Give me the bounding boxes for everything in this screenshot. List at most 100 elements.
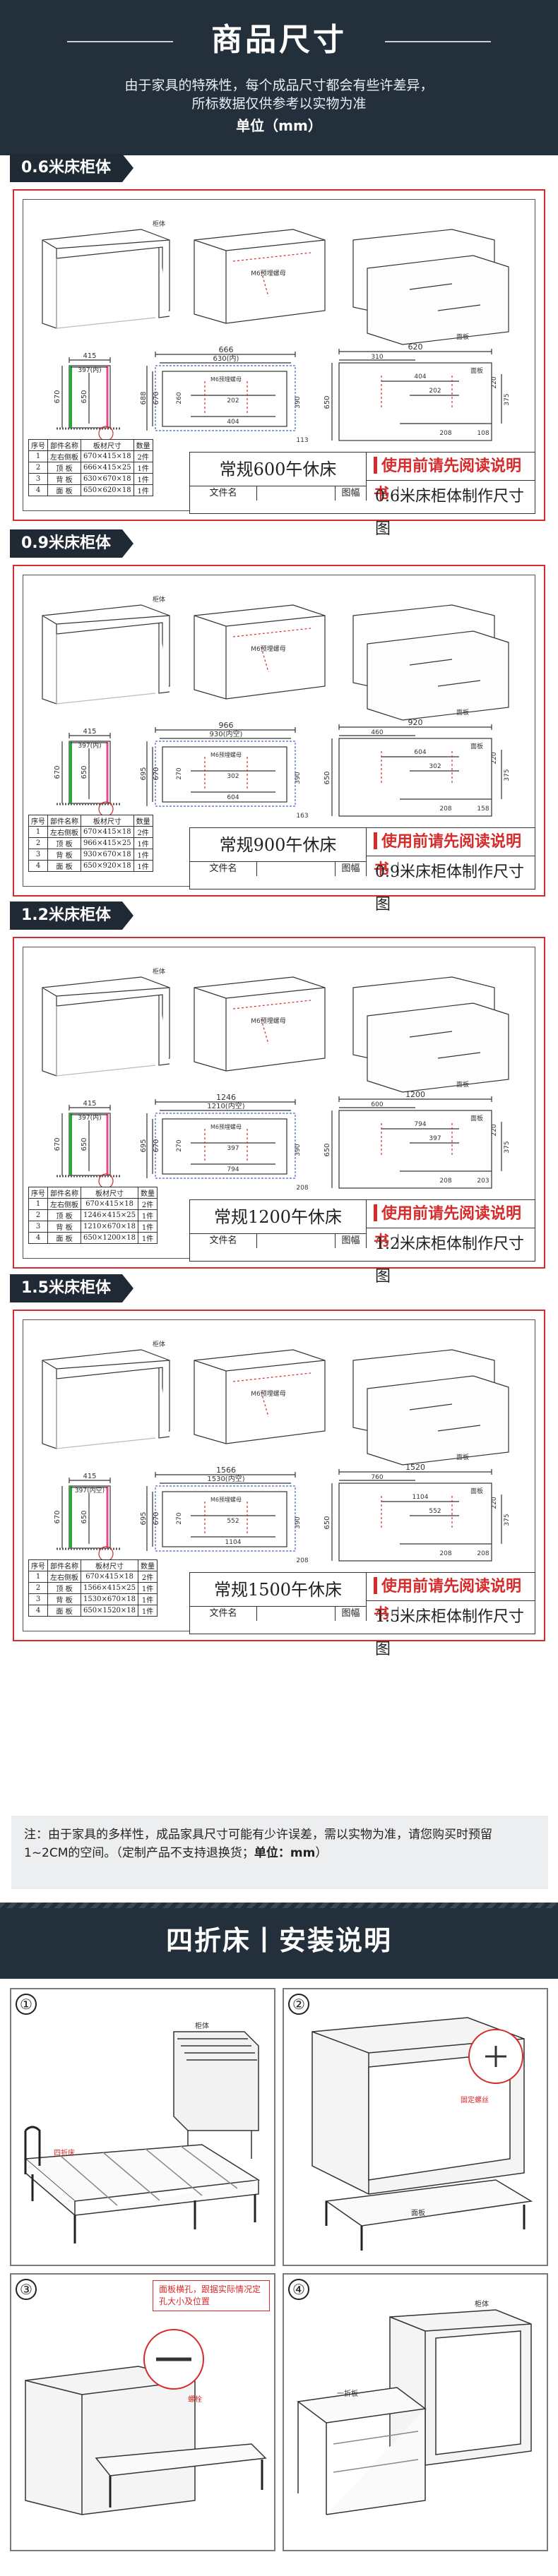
label-guiban: 柜体 [153,967,165,976]
table-cell: 2 [28,1209,48,1221]
label-mianban: 面板 [470,366,483,375]
dim-face-hole-half: 202 [429,388,441,395]
table-cell: 650×1520×18 [80,1605,139,1617]
table-cell: 2 [28,462,48,474]
dim-face-hole-span: 604 [414,749,426,756]
dim-top-width: 1566 [216,1466,236,1475]
dim-side-width: 415 [83,1473,96,1480]
header-subtitle: 由于家具的特殊性，每个成品尺寸都会有些许差异， 所标数据仅供参考以实物为准 [0,76,558,113]
table-cell: 背 板 [47,849,81,861]
cabinet-iso-back [194,1349,326,1444]
dim-v3: 1104 [225,1539,242,1546]
header-rule-left [67,41,173,42]
step-2-illustration: 固定螺丝 面板 [311,2017,533,2251]
table-cell: 670×415×18 [81,826,134,838]
note-text: 注：由于家具的多样性，成品家具尺寸可能有少许误差，需以实物为准，请您购买时预留1… [24,1828,492,1860]
step-number: ④ [288,2279,309,2300]
product-name: 常规1500午休床 [190,1573,367,1607]
step-1-label-a: 四折床 [54,2148,75,2157]
table-cell: 2 [28,1582,48,1594]
table-cell: 1530×670×18 [80,1593,139,1605]
table-cell: 2件 [138,1198,158,1210]
dim-face-220: 220 [491,376,498,388]
table-header-row: 序号部件名称板材尺寸数量 [28,439,153,451]
table-header-cell: 板材尺寸 [80,1559,139,1571]
dim-face-208: 208 [439,430,451,437]
subtitle-line-1: 由于家具的特殊性，每个成品尺寸都会有些许差异， [124,78,434,93]
dim-top-inner: 630(内) [213,354,239,363]
table-header-cell: 数量 [138,1187,158,1199]
subtitle-line-2: 所标数据仅供参考以实物为准 [191,96,367,112]
label-mianban: 面板 [456,1453,469,1461]
table-header-cell: 序号 [28,439,48,451]
read-manual-warning: 使用前请先阅读说明书 [367,1573,535,1624]
table-header-cell: 数量 [133,815,153,827]
warning-text: 使用前请先阅读说明书 [374,833,522,879]
table-cell: 1件 [138,1605,158,1617]
product-name: 常规1200午休床 [190,1200,367,1234]
label-mianban: 面板 [470,1487,483,1495]
table-cell: 面 板 [47,860,81,872]
section-tag: 1.2米床柜体 [10,901,133,930]
table-header-cell: 板材尺寸 [81,439,134,451]
note-unit: 单位：mm [254,1846,316,1860]
note-suffix: ） [315,1846,328,1860]
dim-face-half: 600 [371,1101,383,1108]
dim-face-half: 760 [371,1474,383,1481]
dim-height-a: 670 [54,1137,61,1151]
table-cell: 4 [28,1605,48,1617]
panel-elevation [331,724,502,817]
step-2-label-b: 面板 [411,2208,425,2217]
dim-face-bottom: 203 [477,1178,489,1185]
file-name-label: 文件名 [190,486,257,501]
cabinet-iso-panel [352,604,509,721]
table-cell: 930×670×18 [81,849,134,861]
read-manual-warning: 使用前请先阅读说明书 [367,1200,535,1251]
step-3-label-a: 螺栓 [188,2395,202,2404]
label-m6-nut: M6预埋螺母 [210,376,242,383]
dim-side-inner: 397(内) [78,366,101,374]
read-manual-warning: 使用前请先阅读说明书 [367,828,535,879]
step-3-illustration: 螺栓 [25,2329,267,2515]
dim-v2: 552 [227,1518,239,1525]
cabinet-iso-panel [352,976,509,1093]
cabinet-iso-back [194,604,326,700]
label-m6-nut: M6预埋螺母 [251,1017,286,1025]
table-cell: 1件 [133,484,153,496]
warning-icon [374,1577,377,1594]
table-cell: 1件 [133,473,153,485]
dim-v1: 270 [176,1139,183,1151]
dim-v3: 794 [227,1166,239,1173]
dim-v5: 390 [295,1144,302,1156]
dim-v1: 270 [176,1512,183,1524]
step-number: ③ [16,2279,37,2300]
dim-face-height: 650 [323,395,331,409]
dim-v2: 202 [227,397,239,405]
dim-face-width: 920 [408,718,423,727]
warning-icon [374,832,377,849]
dim-face-hole-span: 1104 [412,1494,429,1501]
table-cell: 4 [28,484,48,496]
table-header-cell: 部件名称 [47,815,81,827]
table-header-cell: 板材尺寸 [80,1187,139,1199]
dim-back-height: 688 [140,391,148,405]
dim-face-half: 310 [371,354,383,361]
label-m6-nut: M6预埋螺母 [210,751,242,758]
dim-face-220: 220 [491,1124,498,1136]
dim-back-inner-height: 670 [153,767,160,780]
paper-label: 图幅 [335,1234,367,1248]
dim-face-hole-span: 794 [414,1121,426,1128]
paper-size: A4 [367,862,398,876]
